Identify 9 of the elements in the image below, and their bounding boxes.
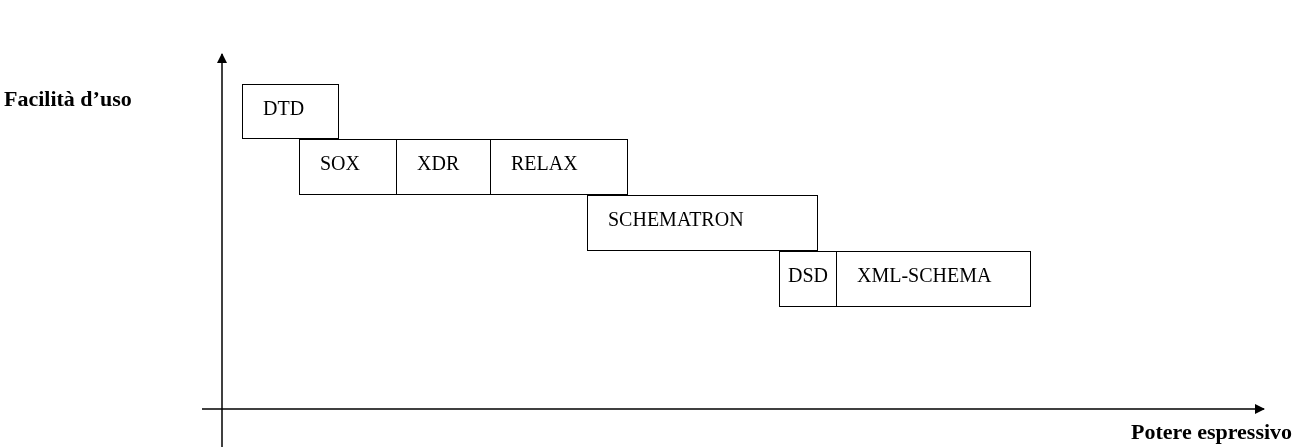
x-axis-label: Potere espressivo bbox=[1131, 419, 1293, 445]
schema-box: DSD bbox=[779, 251, 837, 307]
schema-box: XDR bbox=[396, 139, 491, 195]
y-axis-label: Facilità d’uso bbox=[4, 86, 132, 112]
schema-box: SCHEMATRON bbox=[587, 195, 818, 251]
schema-box: SOX bbox=[299, 139, 397, 195]
schema-box: RELAX bbox=[490, 139, 628, 195]
schema-box: DTD bbox=[242, 84, 339, 139]
schema-box: XML-SCHEMA bbox=[836, 251, 1031, 307]
